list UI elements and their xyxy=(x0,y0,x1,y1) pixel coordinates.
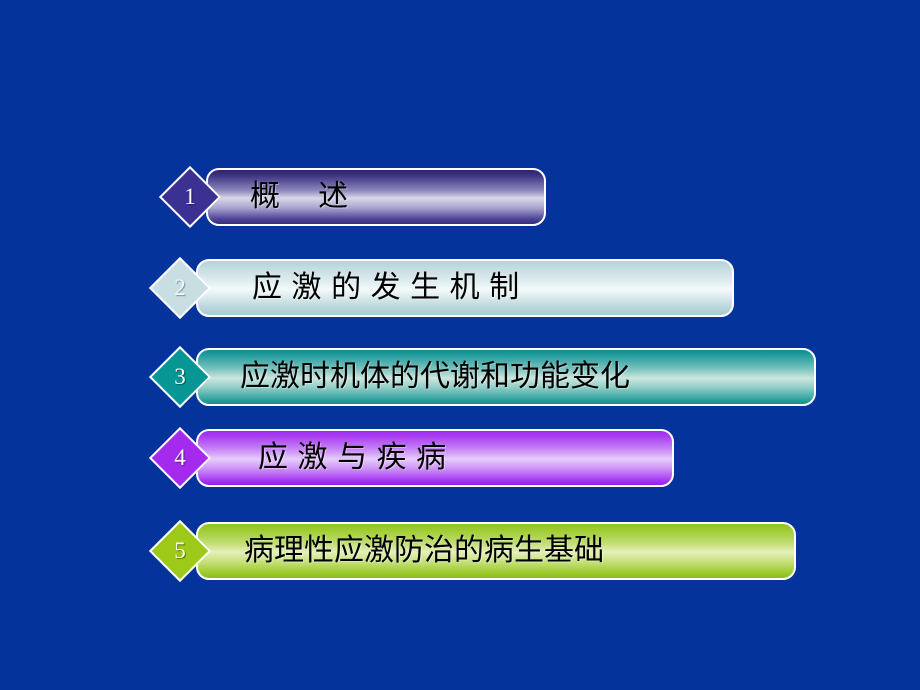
agenda-diamond-5[interactable] xyxy=(148,519,212,583)
agenda-label-2: 应 激 的 发 生 机 制 xyxy=(252,270,520,305)
agenda-diamond-1[interactable] xyxy=(158,165,222,229)
agenda-label-3: 应激时机体的代谢和功能变化 xyxy=(240,359,630,394)
agenda-bar-4[interactable] xyxy=(196,429,674,487)
agenda-label-4: 应 激 与 疾 病 xyxy=(258,440,447,475)
agenda-bar-3[interactable] xyxy=(196,348,816,406)
diamond-shape-icon xyxy=(148,256,212,320)
agenda-diamond-3[interactable] xyxy=(148,345,212,409)
agenda-bar-1[interactable] xyxy=(206,168,546,226)
diamond-shape-icon xyxy=(148,519,212,583)
diamond-shape-icon xyxy=(148,426,212,490)
agenda-label-5: 病理性应激防治的病生基础 xyxy=(244,533,604,568)
agenda-diamond-4[interactable] xyxy=(148,426,212,490)
agenda-diamond-2[interactable] xyxy=(148,256,212,320)
agenda-label-1: 概 述 xyxy=(250,179,349,214)
agenda-bar-2[interactable] xyxy=(196,259,734,317)
agenda-bar-5[interactable] xyxy=(196,522,796,580)
diamond-shape-icon xyxy=(148,345,212,409)
diamond-shape-icon xyxy=(158,165,222,229)
